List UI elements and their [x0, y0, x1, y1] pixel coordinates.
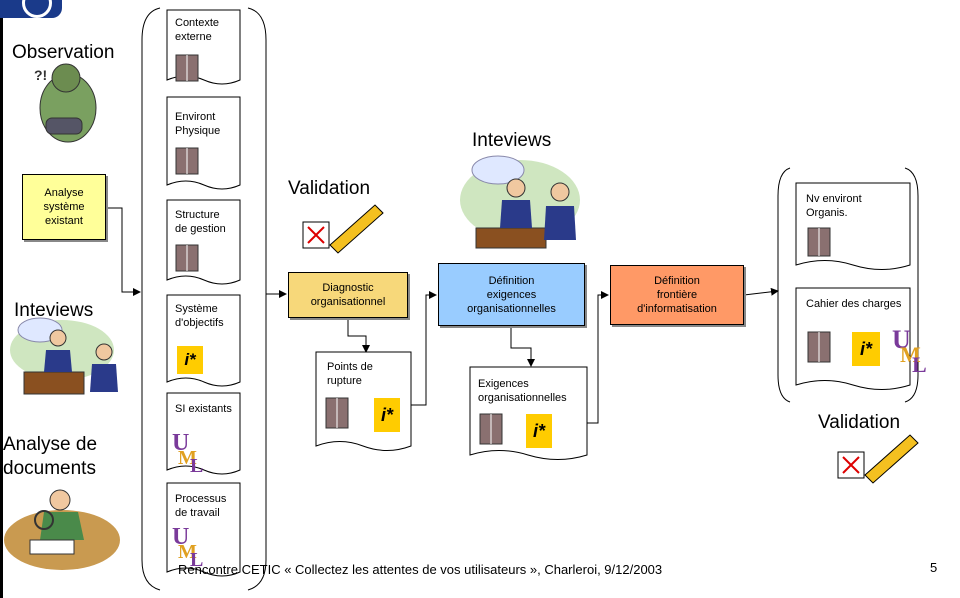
- doc-si: SI existants: [175, 403, 232, 415]
- cahier-charges: Cahier des charges: [806, 298, 902, 310]
- svg-text:U: U: [172, 524, 189, 550]
- observation-figure: ?!: [34, 63, 97, 143]
- documents-figure: [4, 489, 120, 570]
- istar-icon: i*: [526, 414, 552, 448]
- istar-icon: i*: [374, 398, 400, 432]
- uml-logos: UML UML UML: [172, 325, 927, 571]
- analyse-systeme-box: Analyse système existant: [22, 174, 106, 240]
- svg-text:?!: ?!: [34, 67, 47, 83]
- svg-text:L: L: [190, 455, 203, 477]
- validation-icon-2: [837, 434, 919, 484]
- footer-text: Rencontre CETIC « Collectez les attentes…: [178, 562, 663, 577]
- analyse-docs-label-2: documents: [3, 458, 96, 479]
- svg-text:U: U: [892, 325, 911, 354]
- inteviews-left-label: Inteviews: [14, 300, 94, 321]
- validation-label-1: Validation: [288, 178, 371, 199]
- istar-icon: i*: [852, 332, 880, 366]
- validation-icon-1: [302, 204, 384, 254]
- definition-exigences-box: Définition exigences organisationnelles: [438, 263, 585, 326]
- svg-text:L: L: [190, 549, 203, 571]
- svg-text:M: M: [900, 342, 921, 367]
- interview-figure-middle: [460, 155, 580, 249]
- doc-systeme: Système d'objectifs: [175, 303, 224, 329]
- book-icons: [175, 54, 831, 445]
- logo: [0, 0, 62, 18]
- istar-icon: i*: [177, 346, 203, 374]
- exigences-organisationnelles: Exigences organisationnelles: [478, 378, 567, 404]
- doc-structure: Structure de gestion: [175, 209, 226, 235]
- analyse-docs-label-1: Analyse de: [3, 434, 98, 455]
- left-border: [0, 0, 3, 598]
- nv-environt: Nv environt Organis.: [806, 193, 862, 219]
- svg-text:U: U: [172, 430, 189, 456]
- doc-processus: Processus de travail: [175, 493, 227, 519]
- definition-frontiere-box: Définition frontière d'informatisation: [610, 265, 744, 325]
- points-rupture: Points de rupture: [327, 361, 373, 387]
- interview-figure-left: [10, 317, 118, 395]
- validation-label-2: Validation: [818, 412, 901, 433]
- diagnostic-box: Diagnostic organisationnel: [288, 272, 408, 318]
- doc-contexte: Contexte externe: [175, 17, 220, 43]
- observation-label: Observation: [12, 42, 115, 63]
- svg-text:L: L: [912, 352, 927, 377]
- svg-text:M: M: [178, 447, 197, 469]
- svg-text:M: M: [178, 541, 197, 563]
- page-number: 5: [930, 560, 938, 575]
- doc-environt: Environt Physique: [175, 111, 221, 137]
- inteviews-middle-label: Inteviews: [472, 130, 552, 151]
